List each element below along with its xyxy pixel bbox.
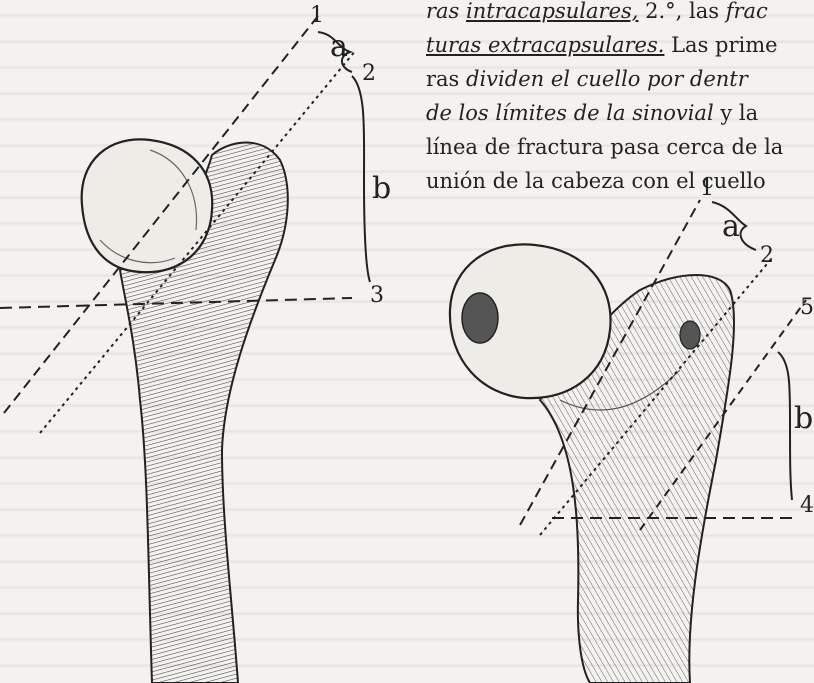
label-r-4: 4: [800, 493, 814, 518]
left-femur-figure: a b 1 2 3: [0, 3, 391, 683]
label-b: b: [372, 171, 391, 206]
label-3: 3: [370, 283, 384, 308]
femur-fovea: [462, 293, 498, 343]
label-1: 1: [310, 3, 324, 28]
label-a: a: [330, 29, 348, 64]
right-femur-figure: a b 1 2 5 4: [450, 176, 814, 683]
left-femur-head: [82, 139, 213, 272]
label-2: 2: [362, 61, 376, 86]
label-r-5: 5: [800, 295, 814, 320]
label-r-1: 1: [700, 176, 714, 201]
label-r-a: a: [722, 209, 740, 244]
label-r-b: b: [794, 401, 813, 436]
label-r-2: 2: [760, 243, 774, 268]
